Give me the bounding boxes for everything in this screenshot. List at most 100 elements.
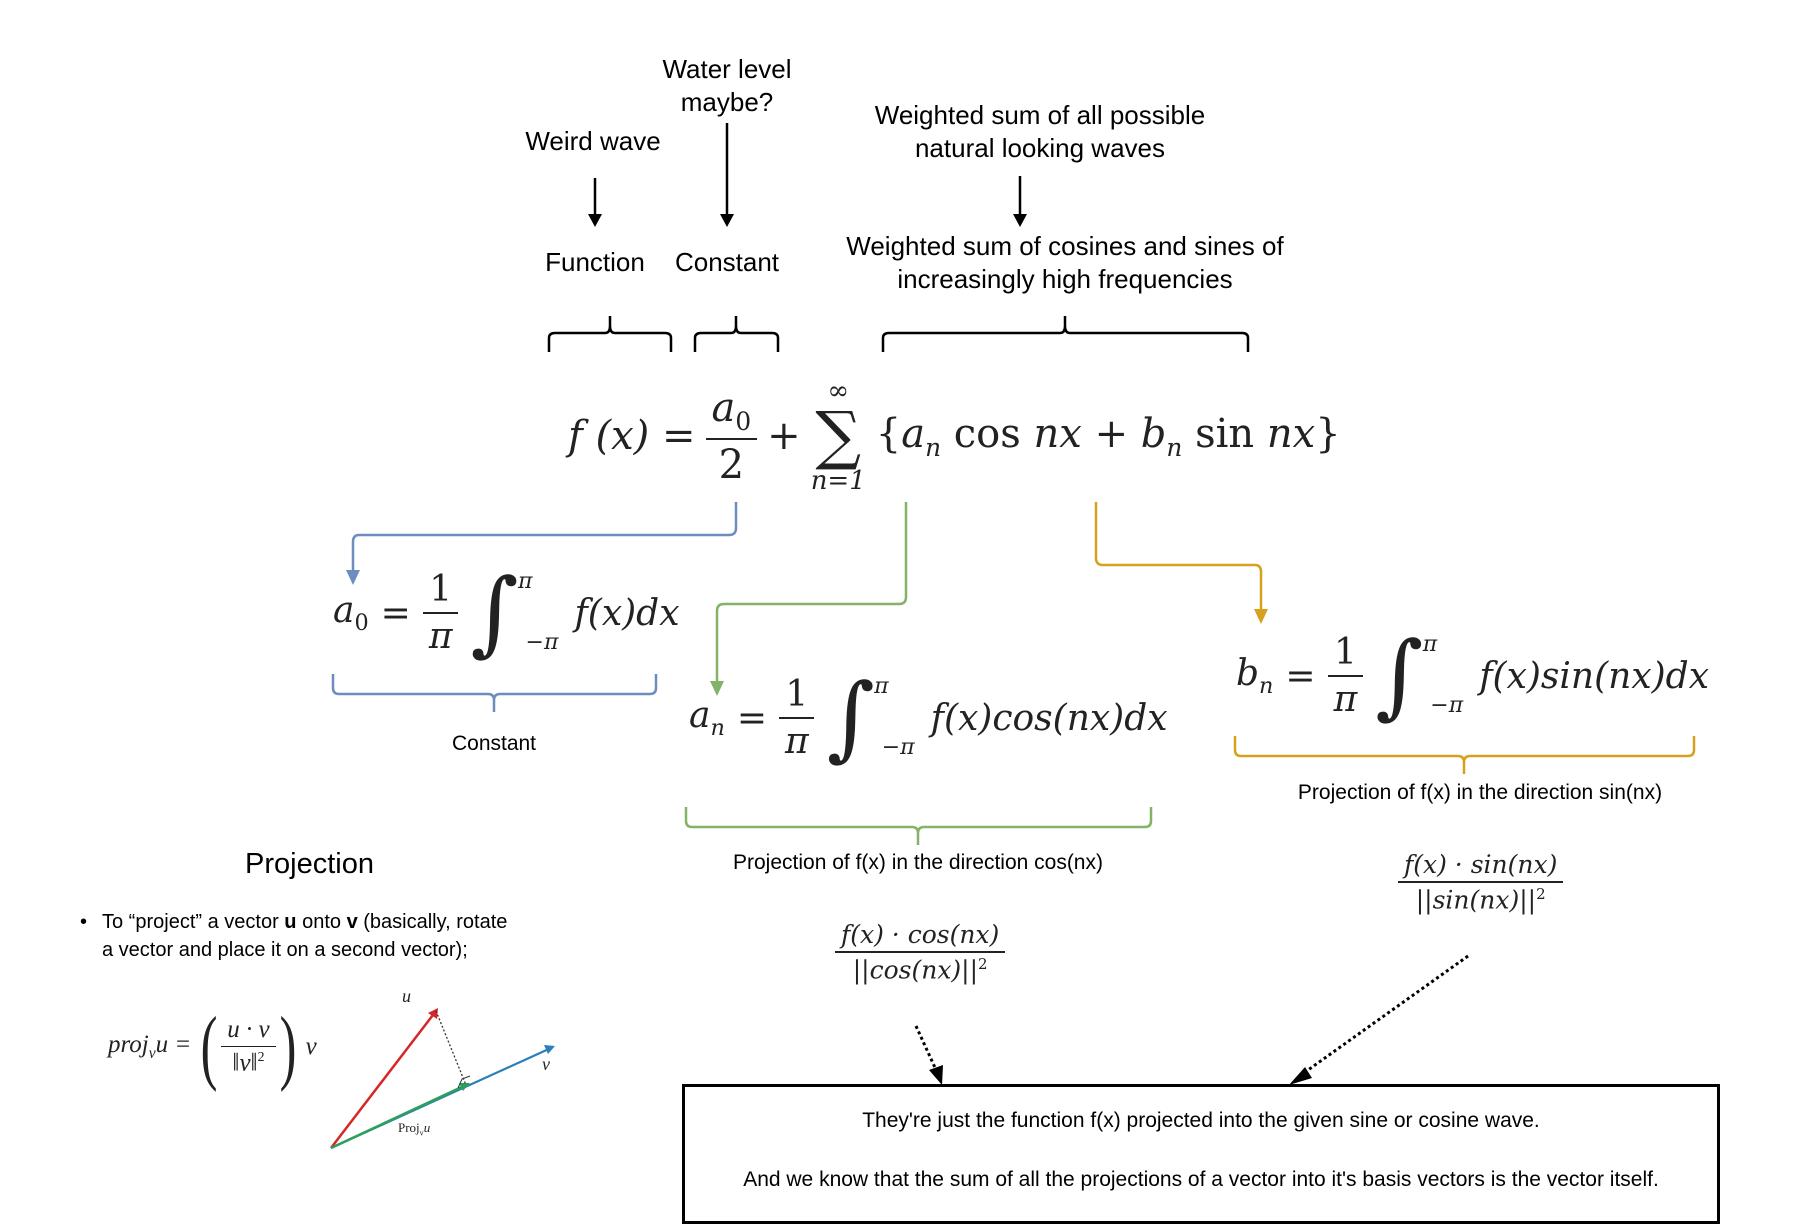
proj-label-u: u⃗ <box>423 1120 441 1135</box>
an-lhs: a <box>689 694 711 736</box>
proj-formula-lhs-u: u = <box>155 1031 192 1058</box>
an-integrand: f(x)cos(nx)dx <box>930 697 1168 739</box>
annotation-cos-sin-line2: increasingly high frequencies <box>897 264 1233 295</box>
bullet-text-post: (basically, rotate <box>357 911 508 933</box>
term-nx2: nx <box>1266 410 1316 457</box>
main-sum: ∞ ∑ n=1 <box>811 378 866 494</box>
annotation-constant: Constant <box>674 247 780 277</box>
a0-one: 1 <box>423 569 459 614</box>
vector-u-label: u⃗ <box>402 986 426 1006</box>
bullet-v: v <box>346 911 358 933</box>
main-equation: f (x) = a0 2 + ∞ ∑ n=1 {an cos nx + bn s… <box>568 378 1341 494</box>
term-cos: cos <box>953 410 1021 457</box>
sin-projection-exp: 2 <box>1536 885 1546 903</box>
sin-projection-num: f(x) · sin(nx) <box>1398 850 1564 883</box>
a0-fraction: 1 π <box>423 569 459 657</box>
brace-an <box>684 807 1153 845</box>
proj-formula-den: v <box>239 1049 251 1077</box>
projection-title: Projection <box>245 848 374 880</box>
an-int-lower: −π <box>881 735 915 760</box>
term-bn: b <box>1140 410 1167 457</box>
dotted-arrow-sin <box>1289 954 1469 1085</box>
main-a0-sub: 0 <box>735 406 752 436</box>
cos-projection-fraction: f(x) · cos(nx) ||cos(nx)||2 <box>835 920 1006 985</box>
connector-a0 <box>346 502 738 585</box>
an-lhs-sub: n <box>710 715 725 742</box>
proj-formula-tail: v <box>305 1033 317 1060</box>
sin-projection-den: ||sin(nx)|| <box>1415 885 1537 915</box>
bn-integral: ∫ π −π <box>1375 622 1464 729</box>
main-plus: + <box>767 413 801 459</box>
annotation-cos-sin: Weighted sum of cosines and sines of inc… <box>800 230 1330 297</box>
cos-projection-den: ||cos(nx)|| <box>852 955 979 985</box>
proj-formula-den-wrap: ‖v‖2 <box>232 1049 265 1077</box>
proj-formula-lhs-sub: v <box>148 1045 156 1062</box>
bn-one: 1 <box>1327 632 1363 677</box>
term-bn-sub: n <box>1166 432 1183 462</box>
an-pi: π <box>785 721 809 762</box>
brace-bn <box>1233 736 1696 774</box>
proj-paren-close: ) <box>279 1000 296 1093</box>
a0-constant-label: Constant <box>451 732 537 755</box>
arrow-weighted-sum <box>1013 176 1027 227</box>
projection-formula: projvu = ( u · v ‖v‖2 ) v <box>108 1005 317 1089</box>
arrow-weird-wave <box>588 178 602 227</box>
a0-equals: = <box>380 592 411 634</box>
a0-integral: ∫ π −π <box>470 559 559 666</box>
bn-fraction: 1 π <box>1327 632 1364 720</box>
proj-paren-open: ( <box>200 1000 218 1093</box>
annotation-water-level-line2: maybe? <box>680 87 774 118</box>
bn-int-upper: π <box>1422 632 1438 657</box>
term-an: a <box>901 410 926 457</box>
sum-lower: n=1 <box>810 466 866 496</box>
proj-formula-exp: 2 <box>257 1049 265 1065</box>
proj-formula-num: u · v <box>221 1016 276 1048</box>
main-lhs: f (x) = <box>568 413 696 459</box>
annotation-water-level: Water level maybe? <box>647 53 807 120</box>
brace-constant <box>693 316 780 352</box>
brace-weighted-sum <box>881 316 1250 352</box>
bn-lhs-sub: n <box>1259 673 1274 700</box>
bn-formula: bn = 1 π ∫ π −π f(x)sin(nx)dx <box>1236 630 1709 722</box>
an-fraction: 1 π <box>779 674 815 762</box>
cos-projection-num: f(x) · cos(nx) <box>835 920 1006 953</box>
vector-diagram <box>330 1008 555 1150</box>
an-equals: = <box>736 697 768 739</box>
bullet-text-line2: a vector and place it on a second vector… <box>102 939 468 961</box>
brace-a0 <box>331 674 658 712</box>
brace-function <box>547 316 673 352</box>
proj-vector-label: Projvu⃗ <box>398 1120 440 1138</box>
main-a0-num: a <box>711 384 736 431</box>
a0-lhs-sub: 0 <box>354 610 369 637</box>
term-close: } <box>1315 410 1341 457</box>
main-term: {an cos nx + bn sin nx} <box>876 411 1341 462</box>
bn-projection-label: Projection of f(x) in the direction sin(… <box>1297 781 1663 804</box>
dotted-arrow-cos <box>914 1025 943 1085</box>
annotation-weighted-sum-line1: Weighted sum of all possible <box>874 100 1206 130</box>
bullet-text-pre: To “project” a vector <box>102 911 285 933</box>
bn-int-lower: −π <box>1430 693 1464 718</box>
an-one: 1 <box>779 674 815 719</box>
a0-int-upper: π <box>517 569 533 594</box>
cos-projection-exp: 2 <box>978 955 988 973</box>
bullet-dot-icon: • <box>80 911 88 933</box>
an-integral: ∫ π −π <box>826 664 915 771</box>
bn-lhs: b <box>1236 652 1260 694</box>
term-sin: sin <box>1195 410 1255 457</box>
sum-upper: ∞ <box>827 376 850 406</box>
term-nx1: nx <box>1033 410 1082 457</box>
annotation-cos-sin-line1: Weighted sum of cosines and sines of <box>846 231 1284 261</box>
bn-pi: π <box>1333 679 1358 720</box>
a0-int-lower: −π <box>525 630 559 655</box>
a0-lhs: a <box>333 589 355 631</box>
a0-integrand: f(x)dx <box>574 592 680 634</box>
main-two: 2 <box>718 441 745 488</box>
sin-projection-fraction: f(x) · sin(nx) ||sin(nx)||2 <box>1398 850 1564 915</box>
term-plus: + <box>1094 410 1129 457</box>
an-formula: an = 1 π ∫ π −π f(x)cos(nx)dx <box>689 672 1168 764</box>
bullet-text-mid: onto <box>296 911 347 933</box>
term-open: { <box>875 410 902 457</box>
conclusion-line2: And we know that the sum of all the proj… <box>743 1168 1659 1191</box>
annotation-water-level-line1: Water level <box>662 54 792 84</box>
